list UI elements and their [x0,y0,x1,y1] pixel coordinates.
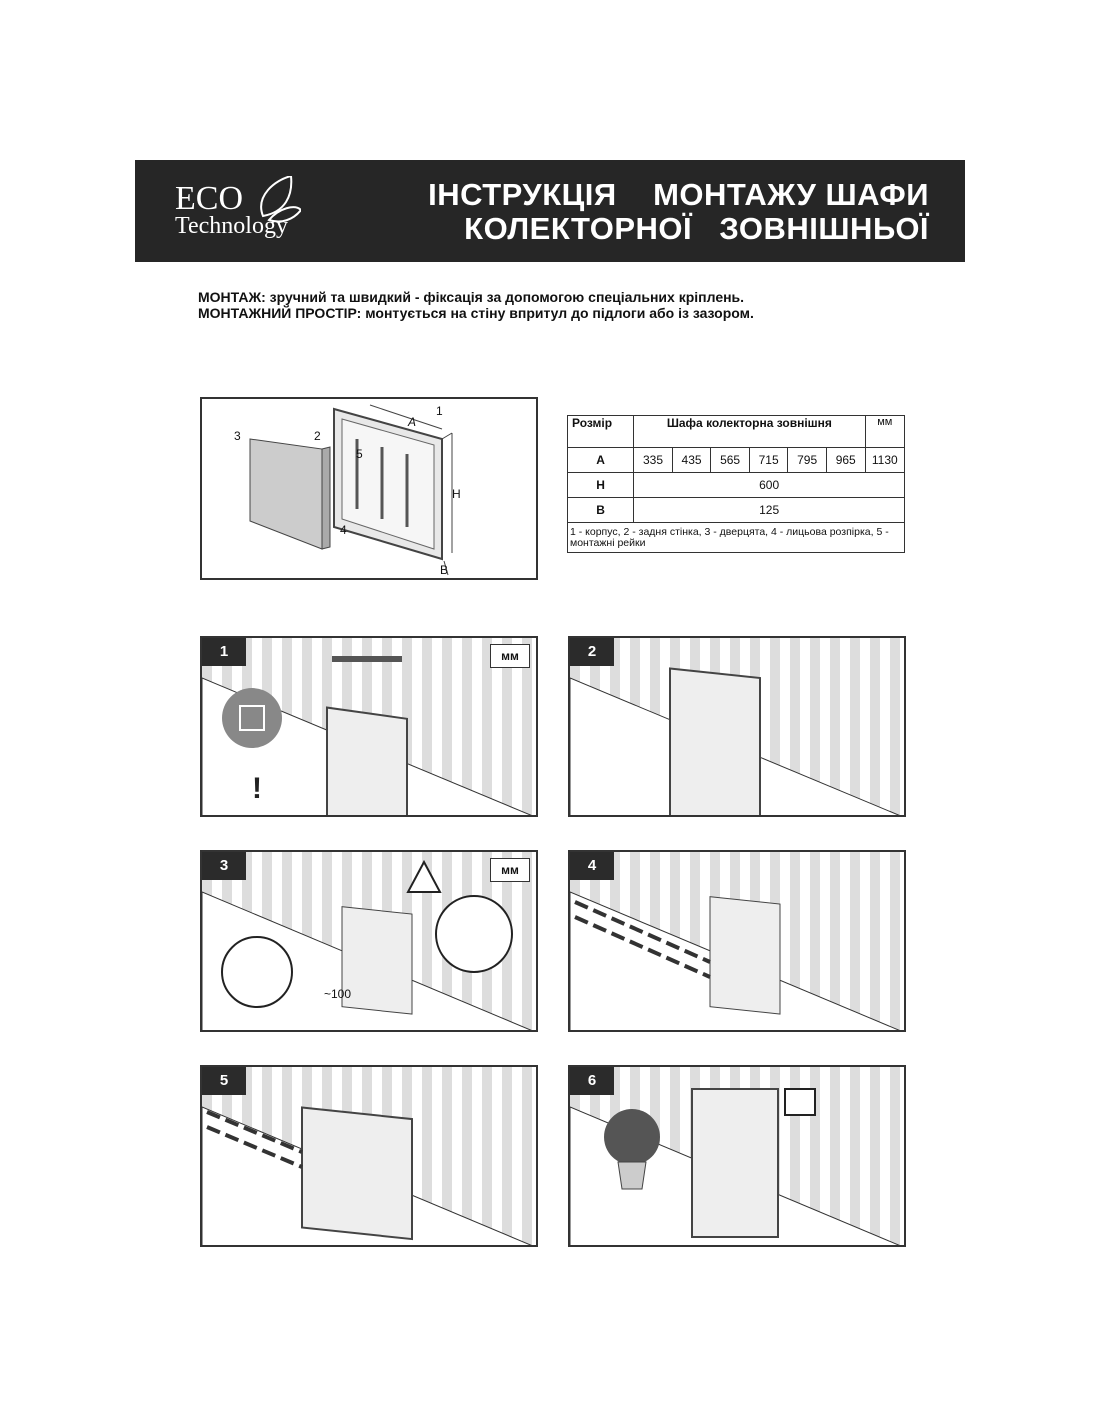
intro-label: МОНТАЖНИЙ ПРОСТІР: [198,305,362,321]
row-label: B [566,497,635,523]
row-label: A [566,447,635,473]
cell: 435 [671,447,712,473]
row-label: H [566,472,635,498]
label-h: H [452,487,461,501]
step-3-illustration [202,859,532,1030]
logo-eco: ECO [175,180,243,217]
step-2-panel: 2 [568,636,906,817]
step-4-illustration [570,891,900,1030]
step-number: 6 [570,1067,614,1095]
label-4: 4 [340,523,347,537]
cell: 1130 [864,447,906,473]
eco-technology-logo: ECO Technology [175,176,301,239]
cell: 715 [748,447,789,473]
unit-label: мм [490,644,530,668]
cell: 335 [633,447,673,473]
cabinet-diagram: 1 2 3 4 5 A H B [200,397,538,580]
intro-text: МОНТАЖ: зручний та швидкий - фіксація за… [198,289,754,321]
header-unit: мм [864,415,906,448]
intro-text: монтується на стіну впритул до підлоги а… [361,305,754,321]
label-2: 2 [314,429,321,443]
step-number: 1 [202,638,246,666]
step-5-panel: 5 [200,1065,538,1247]
step-number: 2 [570,638,614,666]
cabinet-exploded-drawing [249,404,453,576]
page-title: ІНСТРУКЦІЯ МОНТАЖУ ШАФИ КОЛЕКТОРНОЇ ЗОВН… [428,178,929,246]
step-6-panel: 6 [568,1065,906,1247]
step-6-illustration [570,1088,900,1245]
intro-label: МОНТАЖ: [198,289,266,305]
cell: 600 [633,472,905,498]
step-number: 5 [202,1067,246,1095]
step-3-panel: 3 мм ~100 [200,850,538,1032]
header-banner: ECO Technology ІНСТРУКЦІЯ МОНТАЖУ ШАФИ К… [135,160,965,262]
label-a: A [408,415,417,429]
step-4-panel: 4 [568,850,906,1032]
cell: 795 [787,447,827,473]
distance-note: ~100 [324,987,352,1001]
header-size: Розмір [566,415,635,448]
title-line-2: КОЛЕКТОРНОЇ ЗОВНІШНЬОЇ [464,211,929,246]
table-legend: 1 - корпус, 2 - задня стінка, 3 - дверця… [567,522,905,553]
intro-line-1: МОНТАЖ: зручний та швидкий - фіксація за… [198,289,754,305]
svg-text:!: ! [252,772,262,805]
step-1-illustration: ! [202,656,532,815]
step-5-illustration [202,1106,532,1245]
unit-label: мм [490,858,530,882]
label-3: 3 [234,429,241,443]
leaf-icon [260,176,301,223]
label-1: 1 [436,404,443,418]
step-number: 4 [570,852,614,880]
cell: 965 [825,447,866,473]
logo-technology: Technology [175,213,288,239]
label-b: B [440,563,449,577]
cell: 125 [633,497,905,523]
step-2-illustration [570,667,900,815]
cell: 565 [710,447,750,473]
intro-text: зручний та швидкий - фіксація за допомог… [265,289,745,305]
step-1-panel: ! 1 мм [200,636,538,817]
step-number: 3 [202,852,246,880]
label-5: 5 [356,447,363,461]
intro-line-2: МОНТАЖНИЙ ПРОСТІР: монтується на стіну в… [198,305,754,321]
title-line-1: ІНСТРУКЦІЯ МОНТАЖУ ШАФИ [428,177,929,212]
header-title: Шафа колекторна зовнішня [633,415,866,448]
